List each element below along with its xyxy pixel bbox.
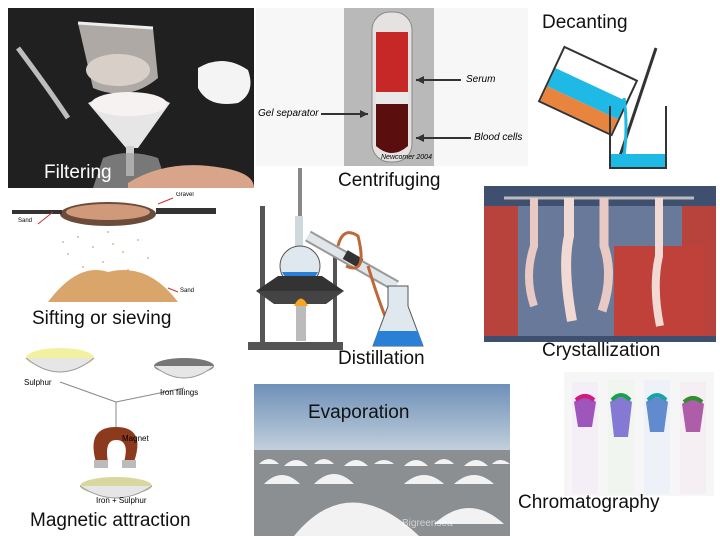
filtering-label: Filtering <box>44 162 112 183</box>
blood-cells-annotation: Blood cells <box>474 132 523 143</box>
magnetic-label: Magnetic attraction <box>30 510 191 531</box>
credit-annotation: Newcomer 2004 <box>381 154 432 161</box>
iron-fillings-annotation: Iron fillings <box>160 388 199 397</box>
salt-mounds <box>259 459 510 536</box>
gel-separator-annotation: Gel separator <box>258 108 319 119</box>
magnet-annotation: Magnet <box>122 434 149 443</box>
centrifuging-label: Centrifuging <box>338 170 441 191</box>
chromatography-strips <box>564 372 714 496</box>
decanting-label: Decanting <box>542 12 628 33</box>
evaporation-photo: Bigreensea <box>254 384 510 536</box>
decanting-beakers <box>537 45 667 169</box>
centrifuging-photo: Serum Gel separator Blood cells Newcomer… <box>256 8 528 166</box>
mixture-annotation: Iron + Sulphur <box>96 496 147 505</box>
sand-annotation-top: Sand <box>18 218 33 224</box>
filtering-photo <box>8 8 254 188</box>
chromatography-label: Chromatography <box>518 492 660 513</box>
sulphur-annotation: Sulphur <box>24 378 52 387</box>
serum-annotation: Serum <box>466 74 496 85</box>
decanting-illustration <box>528 36 678 176</box>
crystallization-photo <box>484 186 716 342</box>
distillation-illustration <box>248 166 482 352</box>
chromatography-illustration <box>564 372 714 496</box>
magnetic-separation <box>25 348 215 499</box>
distillation-apparatus <box>248 168 424 350</box>
evaporation-label: Evaporation <box>308 402 410 423</box>
falling-sand <box>62 231 149 271</box>
salt-pans <box>254 384 510 536</box>
gravel-annotation: Gravel <box>176 192 194 198</box>
sifting-illustration: Gravel Sand Sand <box>8 192 228 310</box>
sieve-pan <box>12 197 216 302</box>
distillation-label: Distillation <box>338 348 425 369</box>
sand-annotation-bottom: Sand <box>180 288 195 294</box>
sifting-label: Sifting or sieving <box>32 308 172 329</box>
crystallization-label: Crystallization <box>542 340 661 361</box>
magnetic-illustration: Sulphur Iron fillings Magnet Iron + Sulp… <box>16 342 216 508</box>
evaporation-watermark: Bigreensea <box>402 518 453 529</box>
centrifuge-tube-illustration <box>256 8 528 166</box>
crystal-jars <box>484 186 716 342</box>
filtering-illustration <box>8 8 254 188</box>
